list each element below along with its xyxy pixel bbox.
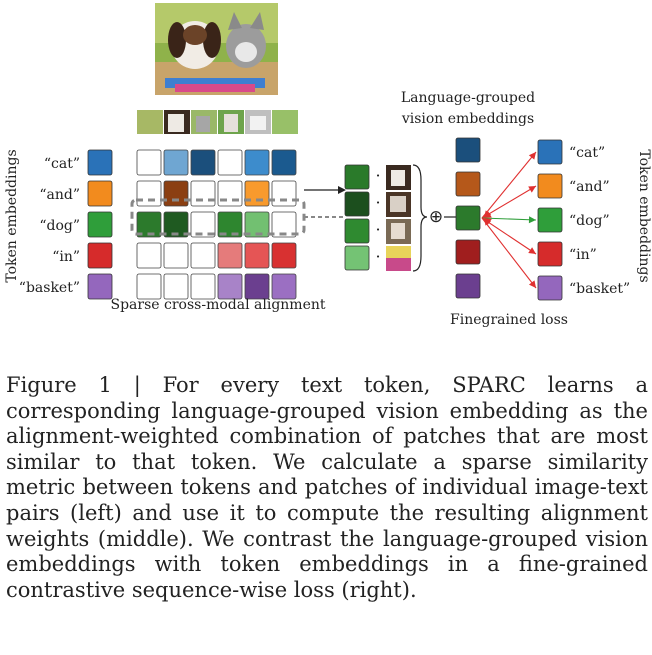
loss-arrow-head <box>529 280 536 288</box>
similarity-cell <box>218 150 242 175</box>
similarity-cell <box>191 181 215 206</box>
right-token-embedding <box>538 208 562 232</box>
loss-arrow <box>482 152 536 218</box>
similarity-cell <box>245 243 269 268</box>
right-token-label: “dog” <box>569 213 610 229</box>
similarity-cell <box>137 243 161 268</box>
similarity-cell <box>191 274 215 299</box>
token-embedding <box>88 243 112 268</box>
puppy-kitten-photo <box>155 3 278 95</box>
loss-arrow-head <box>529 152 536 160</box>
token-label: “in” <box>52 249 80 265</box>
grouped-vision-embedding <box>456 172 480 196</box>
dot-symbol: · <box>375 166 380 185</box>
loss-label: Finegrained loss <box>450 312 568 328</box>
dot-symbol: · <box>375 247 380 266</box>
right-token-label: “basket” <box>569 281 630 297</box>
right-axis-label: Token embeddings <box>636 149 652 282</box>
similarity-cell <box>218 274 242 299</box>
right-token-labels: “cat” “and” “dog” “in” “basket” <box>569 145 630 297</box>
token-embedding <box>88 150 112 175</box>
grouped-vision-embedding <box>456 206 480 230</box>
brace <box>413 165 427 271</box>
loss-arrow-head <box>529 216 536 223</box>
similarity-cell <box>245 150 269 175</box>
dot-symbol: · <box>375 193 380 212</box>
similarity-cell <box>137 274 161 299</box>
token-label: “dog” <box>39 218 80 234</box>
right-token-embedding <box>538 276 562 300</box>
token-labels: “cat” “and” “dog” “in” “basket” <box>19 156 80 296</box>
token-embedding <box>88 212 112 237</box>
similarity-cell <box>164 243 188 268</box>
token-label: “cat” <box>44 156 80 172</box>
similarity-cell <box>137 181 161 206</box>
loss-arrow-head <box>528 186 536 193</box>
token-embedding <box>88 274 112 299</box>
right-token-label: “and” <box>569 179 610 195</box>
token-embedding <box>88 181 112 206</box>
image-patches <box>137 110 298 134</box>
similarity-cell <box>272 274 296 299</box>
right-token-label: “cat” <box>569 145 605 161</box>
loss-arrow-head <box>528 247 536 254</box>
grouped-vision-embedding <box>456 240 480 264</box>
loss-arrows <box>482 152 536 288</box>
grouped-title-line1: Language-grouped <box>401 90 535 106</box>
similarity-cell <box>164 274 188 299</box>
right-token-embedding <box>538 174 562 198</box>
figure-caption: Figure 1 | For every text token, SPARC l… <box>6 373 648 603</box>
alignment-weights <box>345 165 369 270</box>
right-token-embedding <box>538 242 562 266</box>
language-grouped-embeddings <box>456 138 480 298</box>
alignment-weight <box>345 219 369 243</box>
sum-symbol: ⊕ <box>429 207 443 227</box>
grouped-title-line2: vision embeddings <box>401 111 534 127</box>
token-label: “basket” <box>19 280 80 296</box>
right-token-squares <box>538 140 562 300</box>
similarity-cell <box>218 181 242 206</box>
right-token-embedding <box>538 140 562 164</box>
loss-arrow <box>482 186 536 218</box>
similarity-cell <box>272 181 296 206</box>
alignment-weight <box>345 192 369 216</box>
sparc-figure: Token embeddings “cat” “and” “dog” “in” “bas… <box>0 0 652 340</box>
similarity-cell <box>272 243 296 268</box>
alignment-weight <box>345 246 369 270</box>
similarity-cell <box>191 243 215 268</box>
grouped-vision-embedding <box>456 138 480 162</box>
caption-text: Figure 1 | For every text token, SPARC l… <box>6 373 648 602</box>
loss-arrow <box>482 218 536 254</box>
grouped-vision-embedding <box>456 274 480 298</box>
token-label: “and” <box>39 187 80 203</box>
similarity-cell <box>191 150 215 175</box>
right-token-label: “in” <box>569 247 597 263</box>
left-axis-label: Token embeddings <box>4 149 20 282</box>
similarity-cell <box>218 243 242 268</box>
alignment-label: Sparse cross-modal alignment <box>111 297 326 313</box>
multiply-dots: · · · · <box>375 166 380 266</box>
token-squares <box>88 150 112 299</box>
loss-arrow <box>482 218 536 288</box>
similarity-cell <box>245 274 269 299</box>
similarity-cell <box>164 150 188 175</box>
weighted-patches <box>386 165 411 271</box>
dot-symbol: · <box>375 220 380 239</box>
similarity-cell <box>137 150 161 175</box>
alignment-weight <box>345 165 369 189</box>
similarity-cell <box>245 181 269 206</box>
similarity-grid <box>137 150 296 299</box>
similarity-cell <box>272 150 296 175</box>
similarity-cell <box>164 181 188 206</box>
